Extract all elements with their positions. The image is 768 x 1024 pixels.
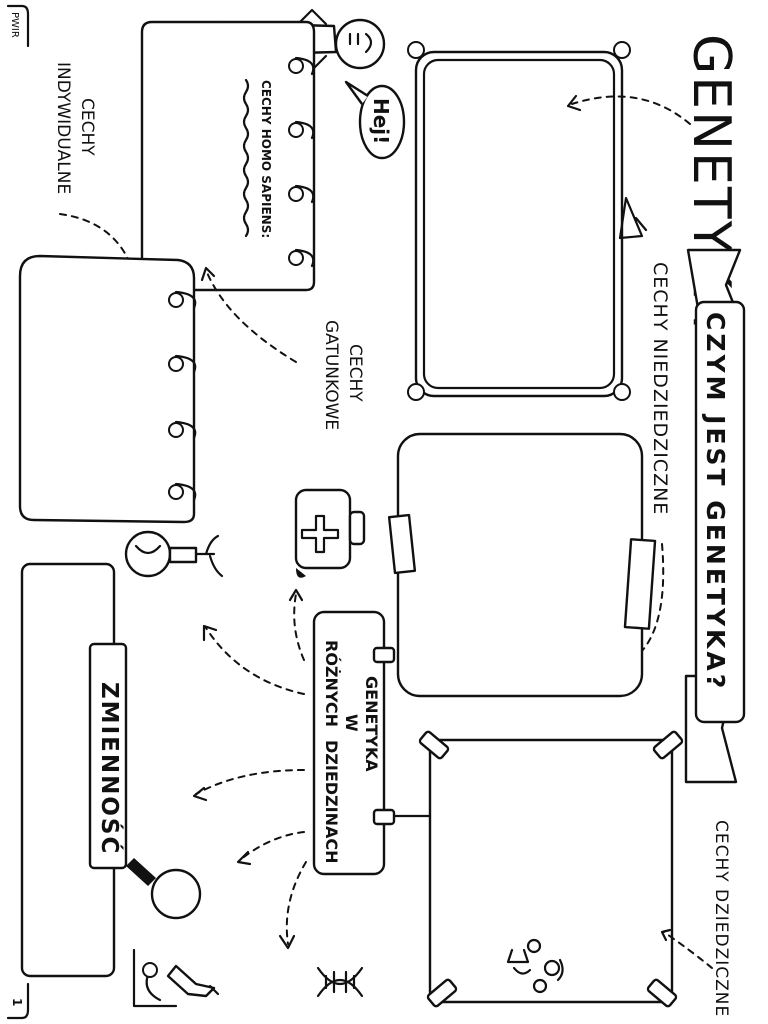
picture-frame-icon — [407, 41, 648, 401]
page-number: 1 — [10, 998, 24, 1006]
arrow-dziedziczne — [663, 931, 713, 969]
speech-text: Hej! — [369, 98, 393, 144]
label-cechy-niedziedziczne: CECHY NIEDZIEDZICZNE — [649, 262, 671, 515]
arrow-domain-5 — [285, 861, 307, 945]
microscope-icon — [132, 948, 220, 1008]
domains-note-box — [312, 610, 432, 876]
wavy-underline — [242, 78, 250, 238]
label-cechy-dziedziczne: CECHY DZIEDZICZNE — [711, 820, 731, 1017]
label-cechy-line1: CECHY — [77, 98, 97, 156]
label-domains-line1: GENETYKA — [362, 676, 381, 772]
label-domains-line4: DZIEDZINACH — [322, 740, 341, 864]
first-aid-kit-icon — [294, 488, 366, 578]
page-number-badge: 1 — [6, 982, 30, 1020]
label-cechy-gatunkowe-line1: CECHY — [345, 344, 365, 402]
label-cechy-gatunkowe-line2: GATUNKOWE — [321, 320, 341, 430]
magnifier-icon — [126, 858, 202, 920]
label-domains-line2: W — [342, 714, 361, 732]
arrow-domain-3 — [195, 769, 305, 795]
label-cechy-homo-sapiens: CECHY HOMO SAPIENS: — [259, 80, 273, 238]
arrow-domain-1 — [293, 593, 305, 661]
dna-icon — [316, 966, 364, 998]
notebook-icon-homo — [140, 20, 316, 292]
page-corner-brand: PWIR — [6, 4, 30, 48]
arrow-gatunkowe — [205, 269, 297, 363]
family-icon — [506, 938, 564, 994]
label-domains-line3: RÓŻNYCH — [322, 640, 341, 727]
speech-bubble-icon: Hej! — [344, 80, 406, 160]
taped-note-box — [387, 432, 657, 698]
arrow-domain-2 — [205, 627, 305, 695]
arrow-domain-4 — [239, 831, 305, 861]
main-question: CZYM JEST GENETYKA? — [701, 312, 730, 691]
brand-text: PWIR — [9, 12, 20, 38]
label-zmiennosc: ZMIENNOŚĆ — [96, 682, 124, 855]
notebook-icon-individual — [18, 254, 197, 524]
tabbed-note-box — [418, 730, 684, 1008]
label-indywidualne-line2: INDYWIDUALNE — [53, 62, 73, 194]
variability-box — [20, 562, 128, 978]
arrow-title-to-frame — [571, 95, 691, 125]
scroll-banner-icon: CZYM JEST GENETYKA? — [684, 248, 746, 784]
lightbulb-plant-icon — [124, 530, 224, 578]
